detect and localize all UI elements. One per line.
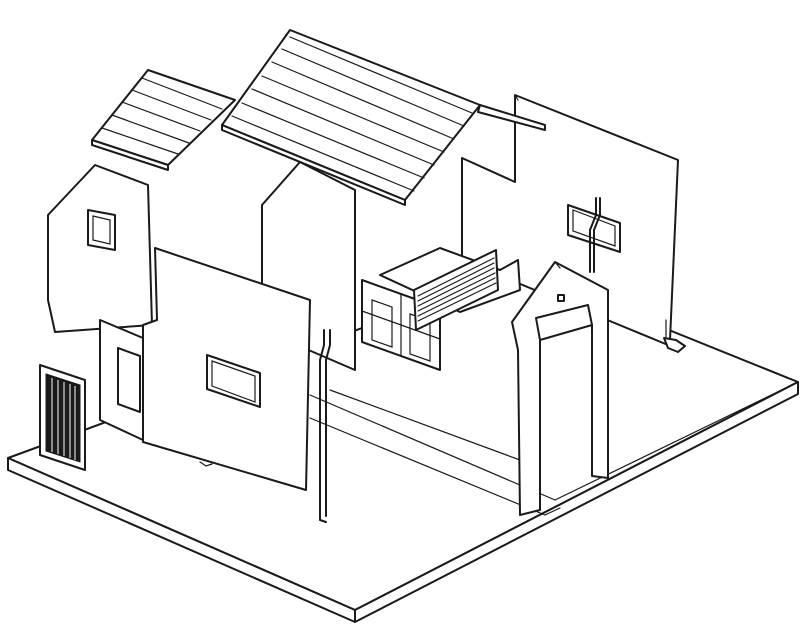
shutter-slats	[417, 257, 497, 322]
front-door	[39, 364, 86, 471]
louvered-shutter	[413, 249, 499, 331]
drainpipe-back	[589, 197, 601, 273]
front-wall-with-window	[142, 247, 311, 491]
side-gable-doorway	[511, 261, 609, 516]
door-panel-lines	[51, 378, 76, 460]
main-roof	[221, 29, 546, 206]
side-door-wall	[99, 319, 144, 441]
drainpipe-front	[319, 329, 331, 523]
left-roof-tiles	[101, 77, 223, 155]
left-gable-wall	[47, 164, 153, 333]
left-roof	[91, 69, 236, 171]
main-roof-tiles	[231, 36, 473, 192]
